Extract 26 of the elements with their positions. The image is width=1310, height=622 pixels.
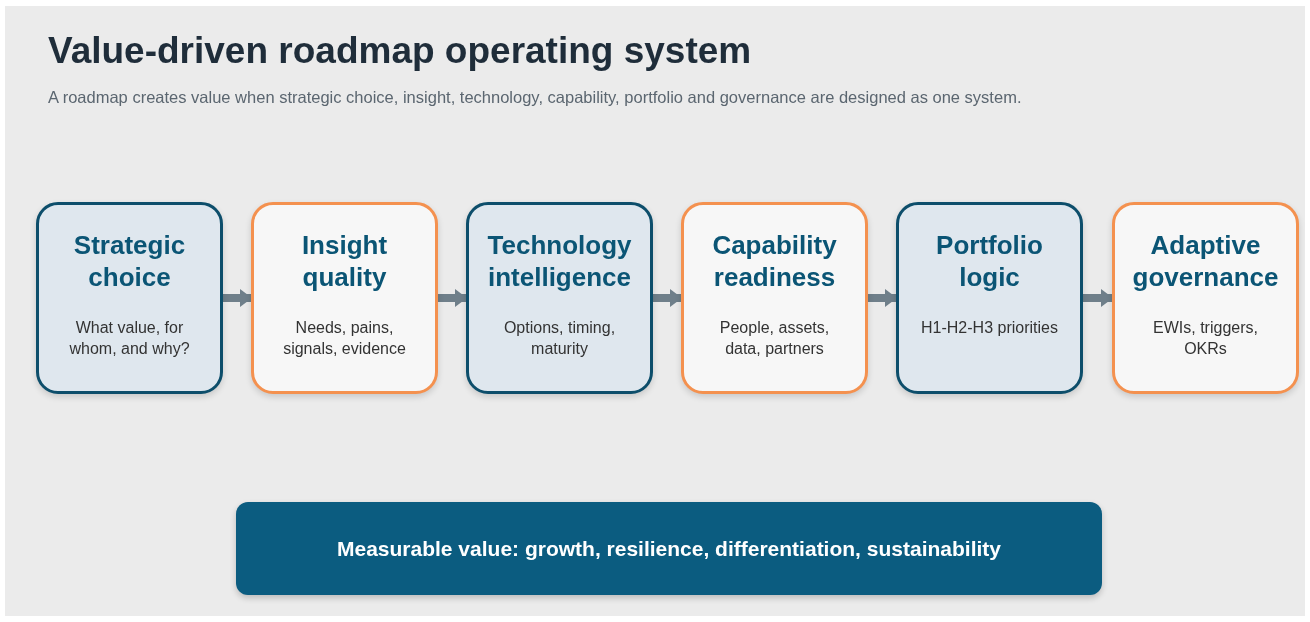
stage-title: Strategic choice (72, 229, 187, 293)
arrow (223, 289, 252, 307)
stage-title: Capability readiness (711, 229, 838, 293)
stage-card (466, 202, 653, 394)
stage-card (896, 202, 1083, 394)
stage-description: EWIs, triggers, OKRs (1152, 318, 1259, 359)
stage-description: What value, for whom, and why? (68, 318, 191, 359)
title: Value-driven roadmap operating system (48, 29, 752, 73)
stage-description: People, assets, data, partners (718, 318, 831, 359)
stage-title: Technology intelligence (486, 229, 633, 293)
arrow (653, 289, 682, 307)
stage-card (681, 202, 868, 394)
stage-description: Needs, pains, signals, evidence (282, 318, 407, 359)
stage-description: H1-H2-H3 priorities (921, 318, 1058, 338)
subtitle: A roadmap creates value when strategic choice, insight, technology, capability, portfolio and governance are designed as one system. (48, 87, 1022, 108)
stage-title: Insight quality (300, 229, 389, 293)
arrow (438, 289, 467, 307)
stage-card (36, 202, 223, 394)
outcome-banner: Measurable value: growth, resilience, differentiation, sustainability (236, 502, 1102, 595)
stage-description: Options, timing, maturity (502, 318, 617, 359)
stage-card (251, 202, 438, 394)
stage-card (1112, 202, 1299, 394)
arrow (868, 289, 897, 307)
stage-title: Portfolio logic (935, 229, 1044, 293)
arrow (1083, 289, 1113, 307)
stage-title: Adaptive governance (1131, 229, 1280, 293)
